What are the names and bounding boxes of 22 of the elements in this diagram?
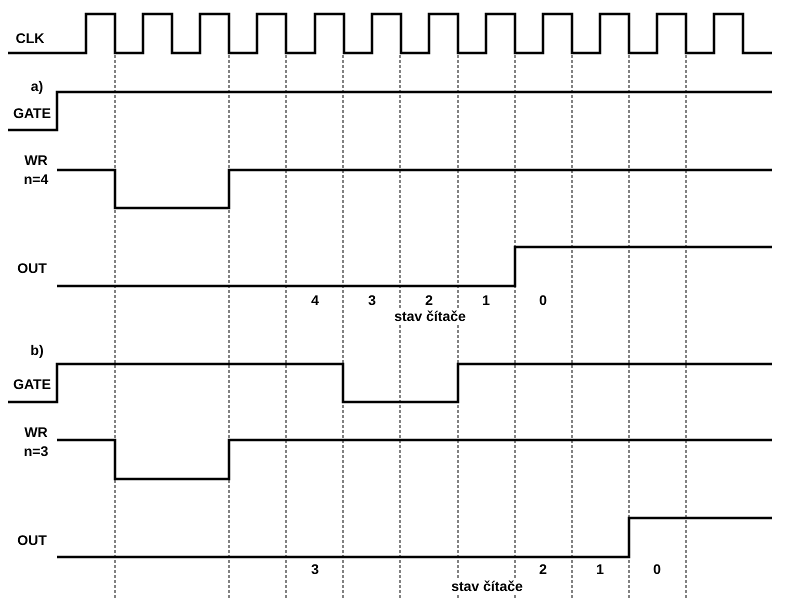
signal-name: OUT [17, 261, 47, 275]
counter-value: 4 [309, 292, 321, 308]
counter-value: 0 [651, 561, 663, 577]
signal-name: GATE [13, 377, 51, 391]
panel-label: a) [30, 79, 44, 93]
counter-value: 2 [537, 561, 549, 577]
counter-value: 1 [594, 561, 606, 577]
signal-name: CLK [16, 31, 44, 45]
parameter-label: n=3 [24, 444, 48, 458]
signal-name: OUT [17, 533, 47, 547]
signal-name: GATE [13, 106, 51, 120]
counter-value: 1 [480, 292, 492, 308]
counter-value: 3 [366, 292, 378, 308]
signal-name: WR [24, 153, 48, 167]
parameter-label: n=4 [24, 172, 48, 186]
counter-value: 3 [309, 561, 321, 577]
counter-state-label: stav čítače [449, 578, 525, 594]
counter-value: 2 [423, 292, 435, 308]
counter-state-label: stav čítače [392, 308, 468, 324]
panel-label: b) [30, 343, 44, 357]
signal-name: WR [24, 425, 48, 439]
counter-value: 0 [537, 292, 549, 308]
